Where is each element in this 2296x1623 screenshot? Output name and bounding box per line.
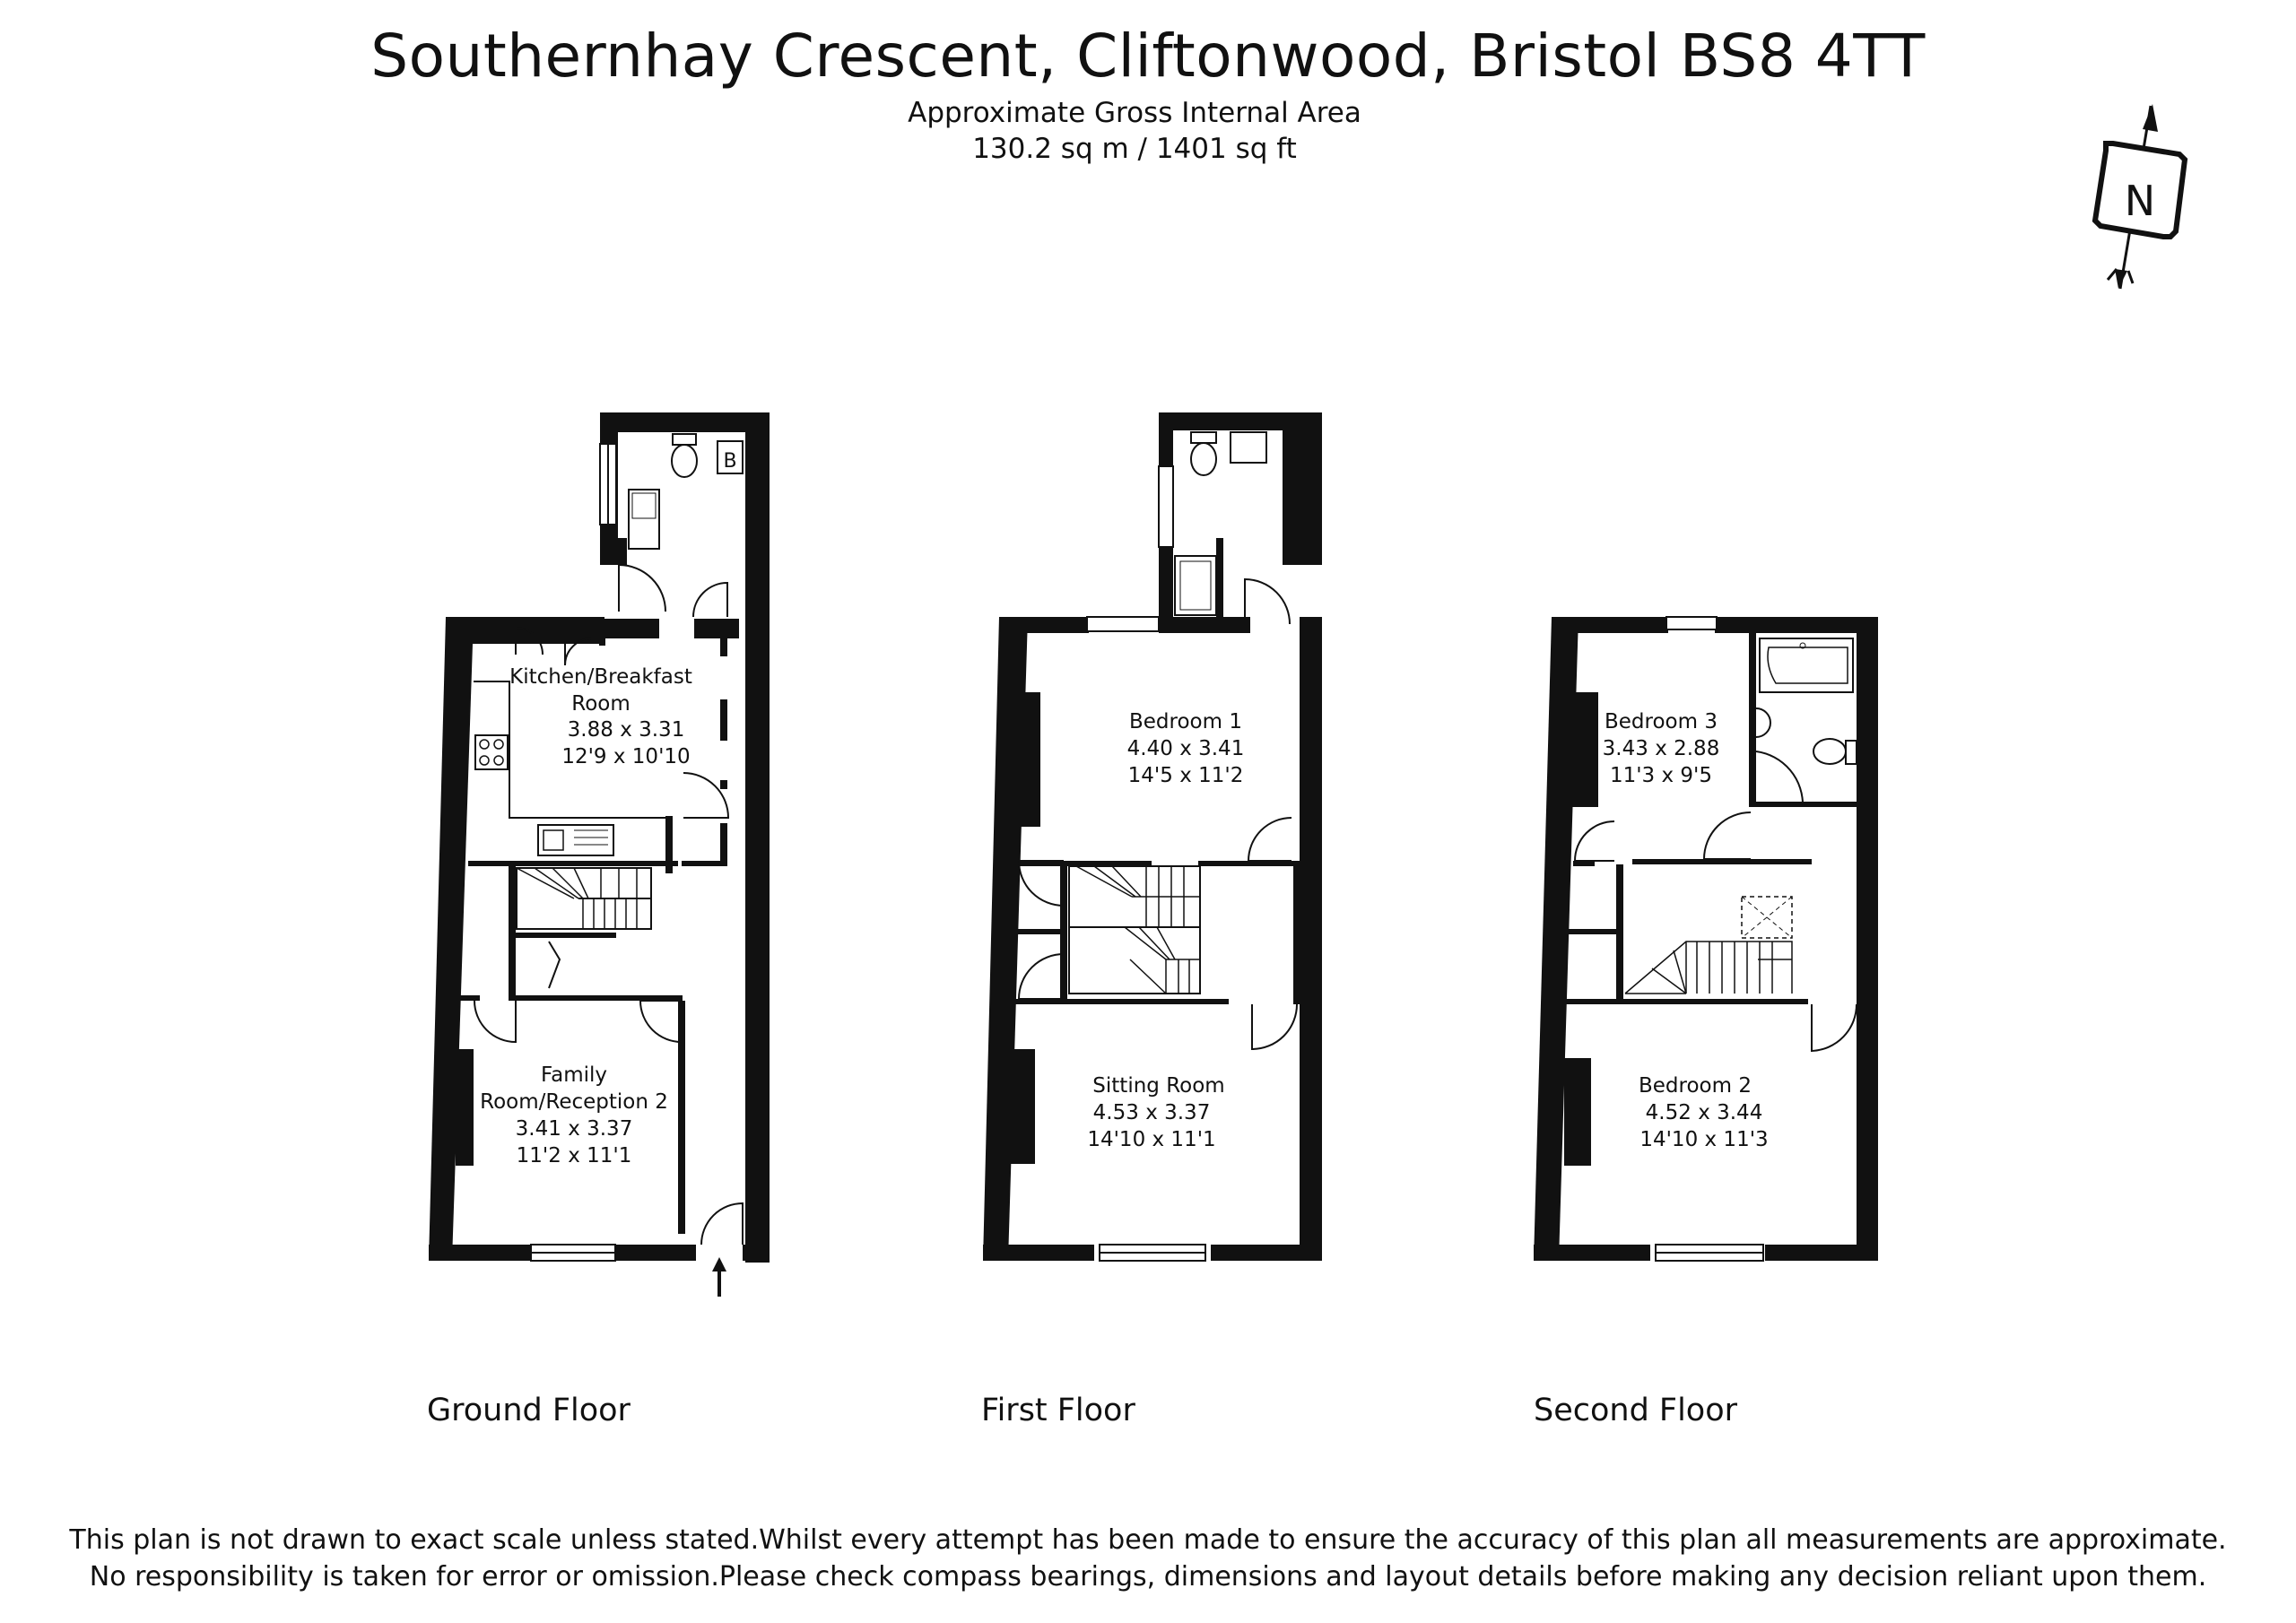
north-compass-icon: N	[2092, 104, 2188, 290]
compass-label: N	[2125, 177, 2155, 225]
second-floor-plan: Bedroom 3 3.43 x 2.88 11'3 x 9'5 Bedroom…	[1534, 616, 1878, 1262]
disclaimer-line-1: This plan is not drawn to exact scale un…	[69, 1524, 2227, 1556]
svg-text:Family: Family	[541, 1063, 607, 1087]
svg-text:14'10 x 11'3: 14'10 x 11'3	[1639, 1128, 1768, 1151]
svg-text:Bedroom 3: Bedroom 3	[1605, 710, 1718, 733]
svg-text:14'5 x 11'2: 14'5 x 11'2	[1128, 764, 1244, 787]
boiler-label: B	[723, 450, 736, 473]
svg-text:Room: Room	[571, 692, 631, 716]
svg-text:12'9 x 10'10: 12'9 x 10'10	[561, 745, 690, 768]
svg-text:Sitting Room: Sitting Room	[1092, 1074, 1224, 1098]
svg-text:Kitchen/Breakfast: Kitchen/Breakfast	[509, 665, 692, 689]
svg-text:4.53 x 3.37: 4.53 x 3.37	[1093, 1101, 1211, 1124]
page-title: Southernhay Crescent, Cliftonwood, Brist…	[370, 22, 1926, 91]
ground-floor-plan: B Kitchen/Breakfast	[429, 412, 770, 1297]
first-floor-plan: Bedroom 1 4.40 x 3.41 14'5 x 11'2 Sittin…	[983, 412, 1322, 1262]
area-value: 130.2 sq m / 1401 sq ft	[972, 133, 1297, 165]
area-label: Approximate Gross Internal Area	[908, 97, 1361, 129]
svg-text:3.41 x 3.37: 3.41 x 3.37	[516, 1117, 633, 1141]
svg-text:11'2 x 11'1: 11'2 x 11'1	[517, 1144, 632, 1167]
svg-text:4.52 x 3.44: 4.52 x 3.44	[1646, 1101, 1763, 1124]
ground-floor-label: Ground Floor	[427, 1393, 631, 1428]
first-floor-label: First Floor	[981, 1393, 1135, 1428]
svg-text:Bedroom 2: Bedroom 2	[1639, 1074, 1752, 1098]
svg-text:Bedroom 1: Bedroom 1	[1129, 710, 1242, 733]
svg-text:14'10 x 11'1: 14'10 x 11'1	[1087, 1128, 1215, 1151]
svg-text:11'3 x 9'5: 11'3 x 9'5	[1610, 764, 1712, 787]
svg-text:3.88 x 3.31: 3.88 x 3.31	[568, 718, 685, 742]
svg-text:Room/Reception 2: Room/Reception 2	[480, 1090, 668, 1114]
svg-text:4.40 x 3.41: 4.40 x 3.41	[1127, 737, 1245, 760]
svg-text:3.43 x 2.88: 3.43 x 2.88	[1603, 737, 1720, 760]
second-floor-label: Second Floor	[1534, 1393, 1738, 1428]
disclaimer-line-2: No responsibility is taken for error or …	[89, 1561, 2207, 1593]
